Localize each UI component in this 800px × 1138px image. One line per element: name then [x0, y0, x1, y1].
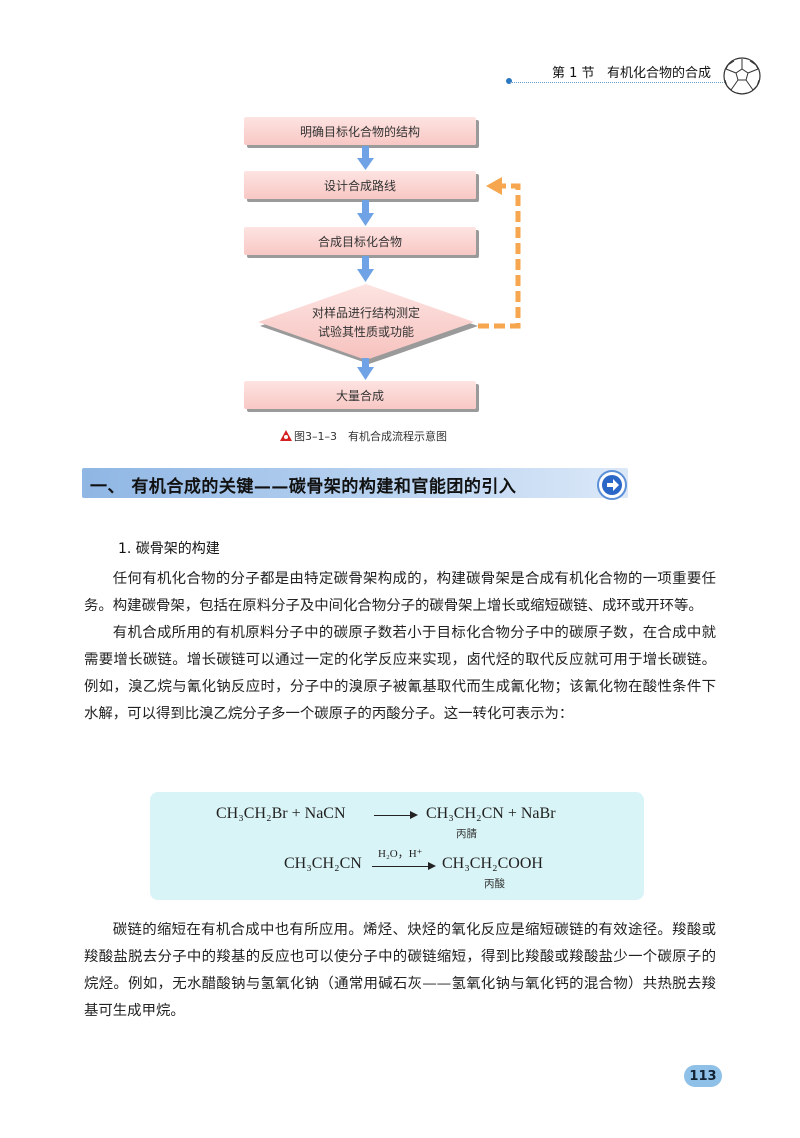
caption-text: 图3–1–3 有机合成流程示意图: [294, 430, 447, 443]
header-section: 第 1 节: [552, 66, 595, 81]
flow-decision-diamond: [258, 284, 478, 364]
flow-step-2-label: 设计合成路线: [323, 178, 396, 193]
header-dot: [506, 78, 512, 84]
flow-step-1-label: 明确目标化合物的结构: [299, 124, 420, 139]
feedback-loop-head: [486, 177, 502, 195]
paragraph-1: 任何有机化合物的分子都是由特定碳骨架构成的，构建碳骨架是合成有机化合物的一项重要…: [84, 571, 716, 614]
section-arrow-icon[interactable]: [597, 470, 627, 500]
header-rule: [510, 82, 735, 83]
section-banner: [82, 468, 628, 498]
flow-arrow-1-shaft: [362, 146, 369, 160]
flow-arrow-4-shaft: [362, 358, 369, 369]
reaction-2-arrow: [372, 862, 436, 870]
paragraph-2: 有机合成所用的有机原料分子中的碳原子数若小于目标化合物分子中的碳原子数，在合成中…: [84, 625, 716, 722]
reaction-1-note: 丙腈: [456, 828, 477, 840]
subsection-title: 1. 碳骨架的构建: [118, 541, 220, 557]
flow-connectors: [357, 146, 521, 380]
flow-arrow-2-head: [357, 213, 374, 226]
body-text-top: 任何有机化合物的分子都是由特定碳骨架构成的，构建碳骨架是合成有机化合物的一项重要…: [84, 566, 716, 728]
running-header: 第 1 节 有机化合物的合成: [552, 62, 711, 81]
body-text-bottom: 碳链的缩短在有机合成中也有所应用。烯烃、炔烃的氧化反应是缩短碳链的有效途径。羧酸…: [84, 917, 716, 1025]
reaction-1-reactants: CH₃CH₂Br + NaCN: [216, 805, 346, 822]
decision-line-1: 对样品进行结构测定: [311, 306, 420, 320]
section-title: 一、 有机合成的关键——碳骨架的构建和官能团的引入: [90, 477, 517, 497]
caption-triangle-icon: [280, 430, 292, 441]
page-number-label: 113: [689, 1068, 717, 1084]
flow-arrow-2-shaft: [362, 200, 369, 215]
paragraph-3: 碳链的缩短在有机合成中也有所应用。烯烃、炔烃的氧化反应是缩短碳链的有效途径。羧酸…: [84, 922, 716, 1019]
reaction-2-product: CH₃CH₂COOH: [442, 855, 543, 872]
header-title: 有机化合物的合成: [606, 66, 711, 81]
flow-step-1: 明确目标化合物的结构: [244, 117, 476, 145]
reaction-2-note: 丙酸: [484, 878, 505, 890]
reaction-1-products: CH₃CH₂CN + NaBr: [426, 805, 556, 822]
reaction-1-arrow: [374, 811, 418, 819]
feedback-loop-line: [478, 183, 521, 329]
flow-step-3-label: 合成目标化合物: [317, 234, 402, 249]
reaction-2-condition: H₂O，H⁺: [378, 848, 423, 860]
flow-final-label: 大量合成: [335, 388, 384, 403]
flow-arrow-4-head: [357, 367, 374, 380]
flow-decision-text: 对样品进行结构测定 试验其性质或功能: [254, 304, 478, 342]
reaction-box: [150, 792, 644, 900]
figure-caption: 图3–1–3 有机合成流程示意图: [280, 428, 447, 444]
page-number: 113: [684, 1065, 722, 1087]
decision-line-2: 试验其性质或功能: [317, 325, 414, 339]
flow-step-2: 设计合成路线: [244, 171, 476, 199]
flow-arrow-3-head: [357, 269, 374, 282]
flow-step-3: 合成目标化合物: [244, 227, 476, 255]
fullerene-icon: [723, 57, 761, 95]
flow-step-final: 大量合成: [244, 381, 476, 409]
flow-arrow-1-head: [357, 158, 374, 170]
flow-arrow-3-shaft: [362, 256, 369, 271]
reaction-2-reactant: CH₃CH₂CN: [284, 855, 362, 872]
